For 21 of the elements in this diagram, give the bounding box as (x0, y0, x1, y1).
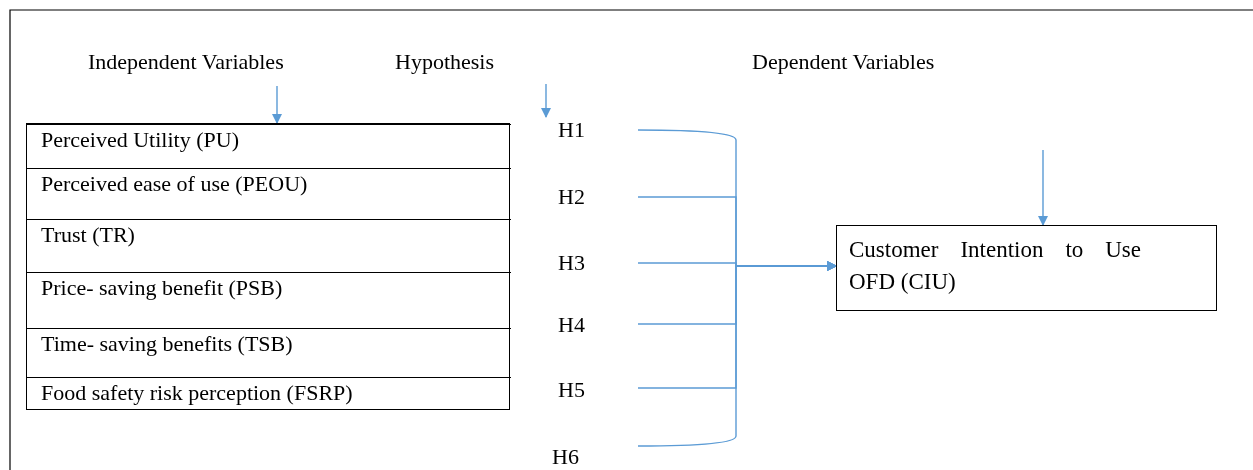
column-heading: Hypothesis (395, 49, 494, 75)
arrow (272, 85, 282, 124)
table-row: Perceived Utility (PU) (27, 124, 511, 168)
arrow (541, 83, 551, 118)
outcome-box: Customer Intention to Use OFD (CIU) (836, 225, 1217, 311)
variables-table (26, 123, 510, 410)
hypothesis-label: H3 (540, 250, 638, 276)
table-row: Time- saving benefits (TSB) (27, 328, 511, 377)
table-row: Perceived ease of use (PEOU) (27, 168, 511, 219)
table-row: Trust (TR) (27, 219, 511, 272)
hypothesis-label: H4 (540, 312, 638, 338)
hypothesis-label: H6 (540, 444, 638, 470)
column-heading: Independent Variables (88, 49, 284, 75)
table-row: Price- saving benefit (PSB) (27, 272, 511, 328)
hypothesis-label: H2 (540, 184, 638, 210)
hypothesis-label: H1 (540, 117, 638, 143)
arrow (1038, 149, 1048, 226)
table-row: Food safety risk perception (FSRP) (27, 377, 511, 411)
arrow (637, 261, 837, 447)
column-heading: Dependent Variables (752, 49, 935, 75)
hypothesis-label: H5 (540, 377, 638, 403)
